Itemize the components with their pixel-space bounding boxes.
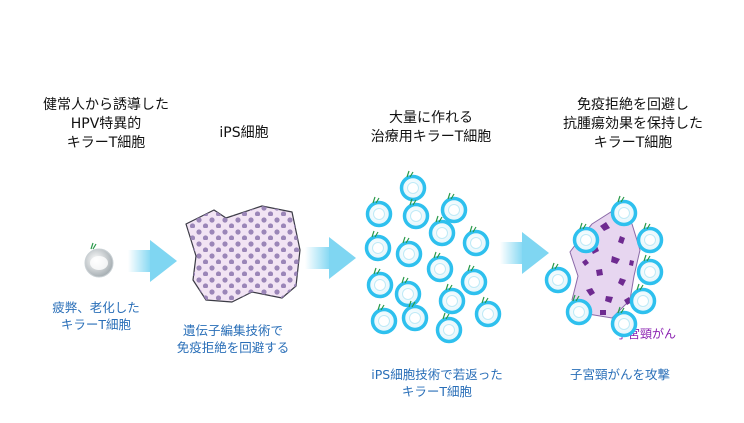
arrow-right-icon [128,240,177,282]
t-cell-icon [428,215,456,247]
t-cell-icon [401,300,429,332]
t-cell-icon [395,236,423,268]
heading-result-tcells: 免疫拒絶を回避し 抗腫瘍効果を保持した キラーT細胞 [563,97,703,151]
t-cell-icon [370,303,398,335]
t-cell-icon [402,198,430,230]
caption-gene-editing: 遺伝子編集技術で 免疫拒絶を回避する [176,323,290,355]
t-cell-icon [365,196,393,228]
caption-rejuvenated-tcells: iPS細胞技術で若返った キラーT細胞 [371,367,503,399]
t-cell-icon [364,230,392,262]
t-cell-icon [426,251,454,283]
t-cell-icon [460,264,488,296]
arrow-right-icon [500,232,549,274]
t-cell-icon [565,294,593,326]
t-cell-icon [394,276,422,308]
arrow-right-icon [305,237,356,279]
t-cell-icon [636,222,664,254]
caption-attack-cancer: 子宮頸がんを攻撃 [569,367,670,382]
t-cell-icon [474,296,502,328]
t-cell-icon [544,262,572,294]
t-cell-icon [629,283,657,315]
t-cell-icon [435,312,463,344]
t-cell-icon [610,306,638,338]
t-cell-group [364,170,664,344]
t-cell-icon [462,225,490,257]
t-cell-icon [440,192,468,224]
t-cell-icon [636,254,664,286]
t-cell-icon [610,195,638,227]
t-cell-icon [438,283,466,315]
caption-exhausted-tcell: 疲弊、老化した キラーT細胞 [52,300,140,332]
heading-source-tcells: 健常人から誘導した HPV特異的 キラーT細胞 [43,97,169,151]
heading-mass-production: 大量に作れる 治療用キラーT細胞 [370,110,492,145]
ips-cell-icon [185,205,301,303]
t-cell-icon [366,267,394,299]
exhausted-t-cell-icon [84,242,114,278]
heading-ips-cell: iPS細胞 [219,125,269,141]
t-cell-icon [572,222,600,254]
t-cell-icon [399,170,427,202]
